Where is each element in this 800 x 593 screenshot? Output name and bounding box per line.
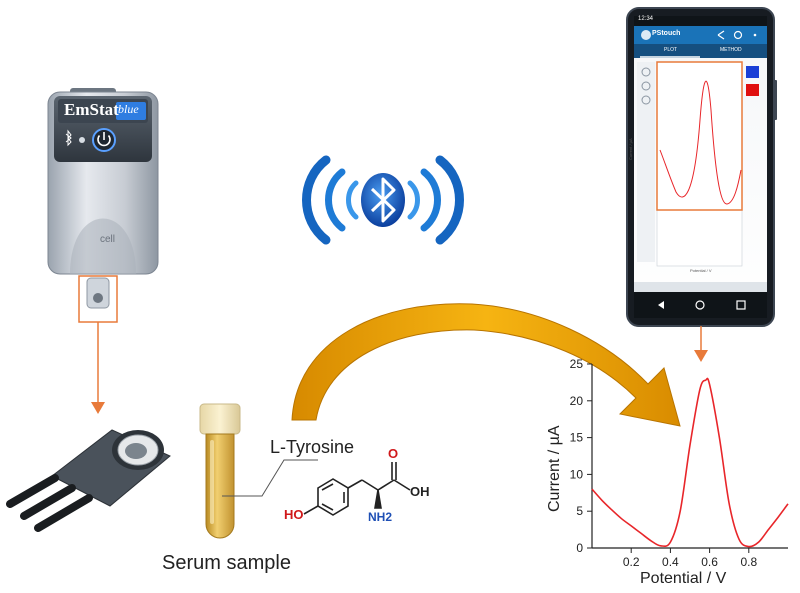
electrode-lead-1 <box>6 474 59 508</box>
x-tick-label: 0.2 <box>623 555 640 569</box>
atom-ho: HO <box>284 507 304 522</box>
phone-plot-highlight <box>656 61 743 211</box>
analyte-label: L-Tyrosine <box>270 437 355 457</box>
atom-oh: OH <box>410 484 430 499</box>
app-logo-icon <box>641 30 651 40</box>
phone-toolbar-strip <box>637 62 655 262</box>
wifi-icon[interactable] <box>733 30 743 40</box>
tab-plot[interactable]: PLOT <box>664 47 678 53</box>
y-tick-label: 10 <box>570 467 584 481</box>
electrode-lead-3 <box>34 494 93 532</box>
bluetooth-wave-left-mid <box>325 168 346 232</box>
chart-xlabel: Potential / V <box>640 570 727 587</box>
connector-pointer-head <box>91 402 105 414</box>
y-tick-label: 15 <box>570 431 584 445</box>
y-tick-label: 0 <box>576 541 583 555</box>
x-tick-label: 0.6 <box>701 555 718 569</box>
bluetooth-wireless-symbol <box>302 155 464 245</box>
phone-app-title: PStouch <box>652 30 681 37</box>
sample-label: Serum sample <box>162 552 291 574</box>
bluetooth-wave-left-outer <box>302 155 331 245</box>
bluetooth-wave-right-outer <box>435 155 464 245</box>
nav-recents-icon[interactable] <box>736 300 746 310</box>
x-tick-label: 0.8 <box>740 555 757 569</box>
phone-plot-ylabel: Current / µA <box>628 138 633 160</box>
bond-c-oh <box>393 479 411 491</box>
tool-pan-icon[interactable] <box>641 81 651 91</box>
tube-cap <box>199 403 241 435</box>
tube-highlight <box>210 440 214 524</box>
electrode-working-area <box>125 443 147 459</box>
phone-plot-area <box>656 61 743 267</box>
chart-axes-group <box>591 364 788 549</box>
curved-transfer-arrow <box>291 303 681 427</box>
device-model-label: blue <box>118 102 139 116</box>
bond-ring-ch2 <box>347 479 363 489</box>
phone-plot-xlabel: Potential / V <box>690 268 712 273</box>
cable-plug-hole <box>93 293 103 303</box>
bond-ch2-calpha <box>361 479 379 491</box>
bluetooth-small-icon <box>65 129 72 147</box>
phone-pointer-head <box>694 350 708 362</box>
device-port-label: cell <box>100 234 116 245</box>
emstat-device <box>47 88 159 309</box>
wedge-bond-nh2 <box>374 489 382 509</box>
nav-home-icon[interactable] <box>695 300 705 310</box>
atom-nh2: NH2 <box>368 510 393 524</box>
legend-swatch-red[interactable] <box>746 84 759 96</box>
phone-status-time: 12:34 <box>638 16 654 22</box>
bond-ring-oh <box>303 505 319 515</box>
x-tick-label: 0.4 <box>662 555 679 569</box>
screen-printed-electrode <box>6 429 171 532</box>
tyrosine-structure <box>303 462 411 516</box>
chart-ticks-group: 0 5 10 15 20 25 0.2 0.4 0.6 0.8 <box>570 357 758 569</box>
chart-ylabel: Current / µA <box>546 425 563 512</box>
phone-tab-bar <box>634 44 767 58</box>
power-icon <box>97 134 111 147</box>
device-model-badge <box>116 102 146 120</box>
device-brand-label: EmStat <box>64 100 119 119</box>
legend-swatch-blue[interactable] <box>746 66 759 78</box>
y-tick-label: 5 <box>576 504 583 518</box>
atom-o: O <box>388 446 399 461</box>
y-tick-label: 25 <box>570 357 584 371</box>
phone-app-bar <box>634 26 767 44</box>
benzene-double-3 <box>321 503 334 511</box>
y-tick-label: 20 <box>570 394 584 408</box>
bluetooth-icon <box>370 177 396 223</box>
electrode-lead-2 <box>20 484 76 520</box>
serum-tube <box>199 403 241 539</box>
bluetooth-wave-left-inner <box>346 180 359 220</box>
bluetooth-wave-right-inner <box>407 180 420 220</box>
voltammogram-curve <box>591 377 789 548</box>
analyte-leader-line <box>222 459 318 497</box>
voltammogram-chart: 0 5 10 15 20 25 0.2 0.4 0.6 0.8 <box>570 357 789 569</box>
tab-method[interactable]: METHOD <box>720 47 742 53</box>
smartphone <box>626 7 777 327</box>
nav-back-icon[interactable] <box>658 301 664 309</box>
phone-curve <box>659 80 742 205</box>
bluetooth-wave-right-mid <box>420 168 441 232</box>
phone-bottom-bar <box>634 282 767 292</box>
tool-zoom-icon[interactable] <box>641 67 651 77</box>
status-led <box>79 137 85 143</box>
phone-nav-bar <box>634 292 767 318</box>
device-recess <box>70 218 136 274</box>
benzene-double-1 <box>321 483 334 491</box>
menu-kebab-icon[interactable] <box>753 33 757 37</box>
phone-side-button <box>774 80 777 120</box>
tool-settings-icon[interactable] <box>641 95 651 105</box>
phone-status-bar <box>634 16 767 26</box>
bond-calpha-cooh <box>377 479 395 491</box>
share-icon[interactable] <box>717 30 725 40</box>
